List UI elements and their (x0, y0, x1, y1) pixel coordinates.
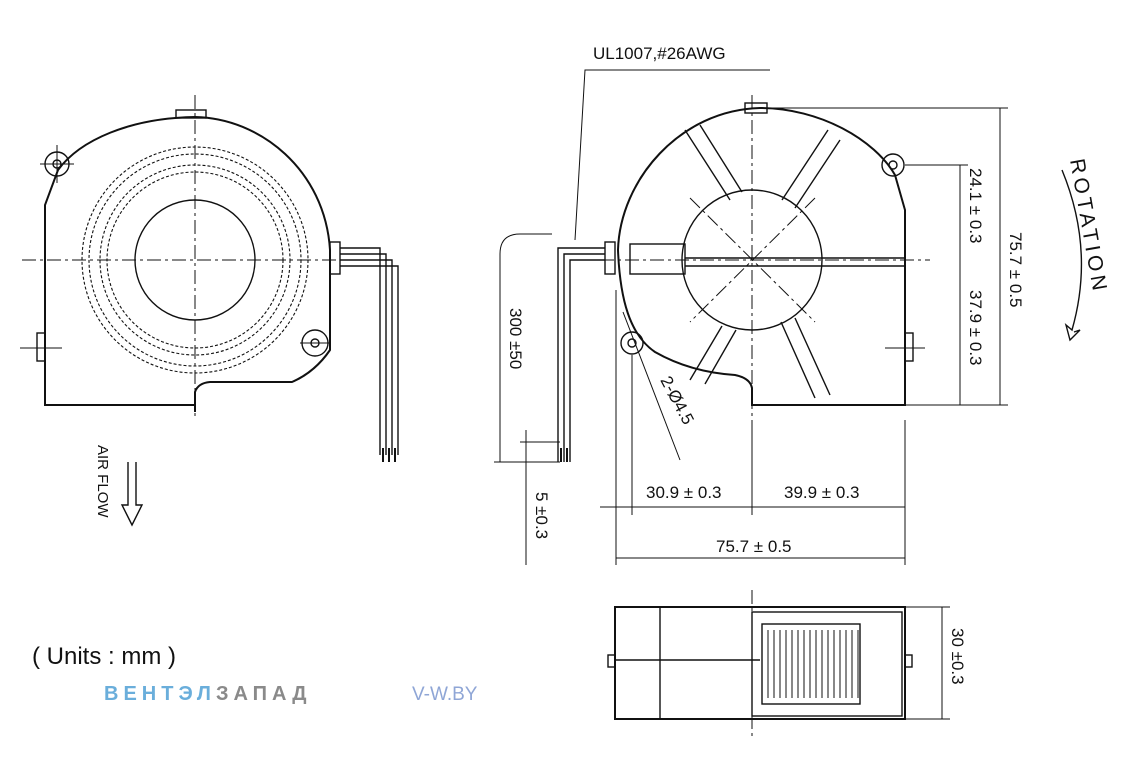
units-label: ( Units : mm ) (32, 643, 176, 670)
top-tab (175, 109, 207, 119)
overall-height-dim: 75.7 ± 0.5 (1006, 232, 1025, 308)
brand-part-1: ВЕНТЭЛ (104, 683, 216, 705)
overall-width-dim: 75.7 ± 0.5 (716, 537, 792, 556)
hole-to-center-dim: 30.9 ± 0.3 (646, 483, 722, 502)
brand-site: V-W.BY (412, 684, 478, 705)
strip-length-dim: 5 ±0.3 (532, 492, 551, 539)
mount-holes-dim: 2-Ø4.5 (656, 373, 697, 428)
wire-spec-label: UL1007,#26AWG (593, 44, 726, 63)
rotation-arrow-icon (1061, 169, 1083, 342)
front-view-inlet (20, 95, 399, 462)
center-to-edge-dim: 39.9 ± 0.3 (784, 483, 860, 502)
airflow-arrow-icon (120, 462, 144, 527)
thickness-dim: 30 ±0.3 (948, 628, 967, 685)
lower-height-dim: 37.9 ± 0.3 (966, 290, 985, 366)
side-view (607, 590, 950, 740)
mount-hole-left (620, 331, 644, 355)
brand-logo: ВЕНТЭЛЗАПАД (104, 683, 311, 706)
airflow-label: AIR FLOW (94, 445, 111, 518)
front-view-outlet (494, 69, 1008, 565)
mount-hole-right (881, 153, 905, 177)
lead-length-dim: 300 ±50 (506, 308, 525, 369)
upper-height-dim: 24.1 ± 0.3 (966, 168, 985, 244)
rotation-label: ROTATION (1065, 157, 1112, 296)
brand-part-2: ЗАПАД (215, 683, 312, 705)
